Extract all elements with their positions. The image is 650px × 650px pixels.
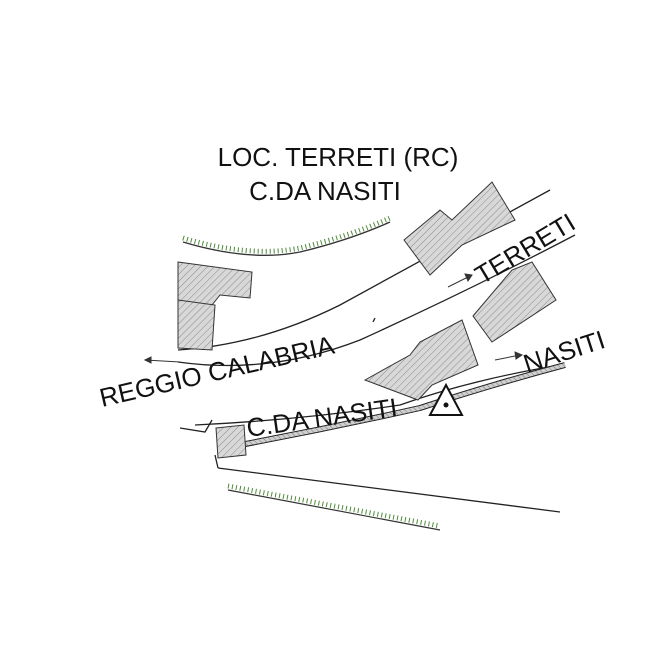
map-title-line2: C.DA NASITI [249, 176, 401, 206]
road-main [179, 364, 561, 513]
road-nasiti [239, 362, 566, 448]
building [177, 261, 253, 306]
building [177, 299, 216, 351]
building [403, 181, 516, 276]
site-marker-icon [428, 382, 464, 416]
label-nasiti: NASITI [520, 324, 609, 378]
building [363, 319, 479, 401]
map-title-line1: LOC. TERRETI (RC) [218, 142, 459, 172]
vegetation-bottom [227, 483, 441, 531]
vegetation-top [182, 215, 392, 257]
buildings [177, 181, 557, 459]
label-cda-nasiti: C.DA NASITI [245, 392, 399, 443]
building [215, 424, 247, 459]
label-reggio-calabria: REGGIO CALABRIA [97, 330, 338, 413]
building [472, 261, 557, 343]
direction-arrows [143, 273, 524, 364]
